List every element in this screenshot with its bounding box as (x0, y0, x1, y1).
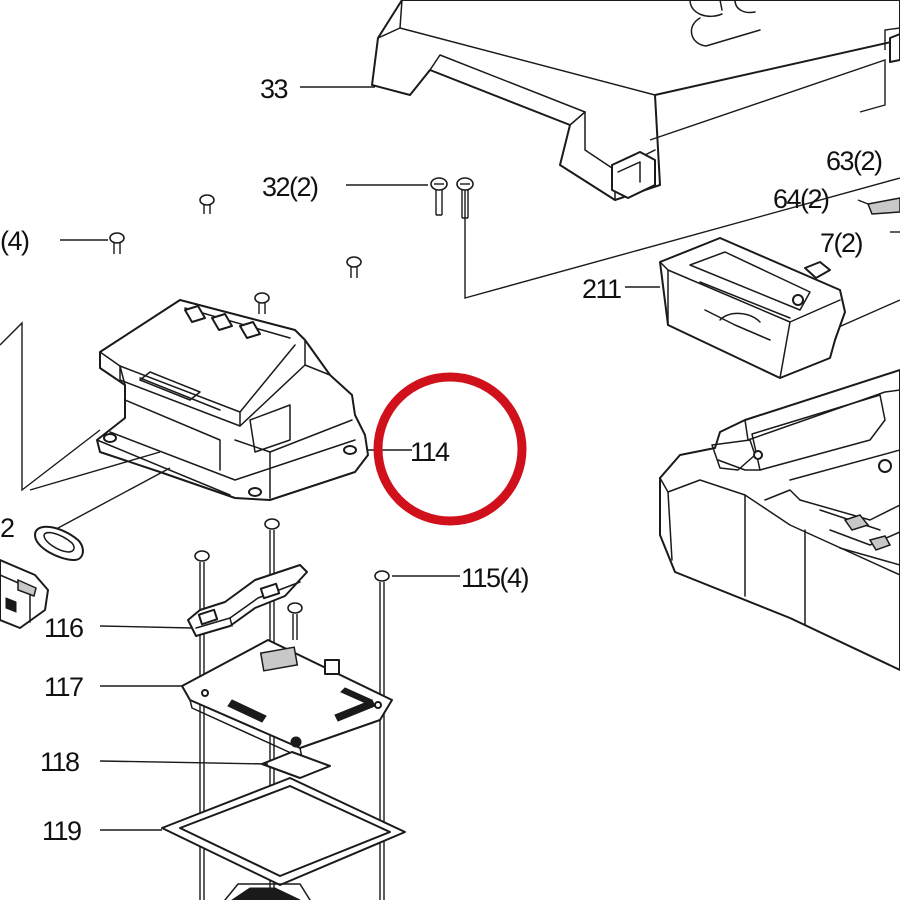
callout-211: 211 (582, 274, 621, 304)
callout-4-left: (4) (0, 226, 29, 256)
part-118-pad (261, 751, 331, 779)
callout-33: 33 (260, 74, 288, 104)
left-edge-part (0, 559, 49, 629)
screw-small-3 (346, 256, 362, 278)
part-114-housing (96, 299, 369, 501)
part-211-module (659, 237, 846, 379)
callout-2: 2 (0, 513, 14, 543)
part-33-top-cover (371, 0, 900, 201)
callout-119: 119 (42, 816, 81, 846)
screw-small-1 (199, 194, 215, 214)
gasket-oval (34, 525, 84, 561)
bottom-component (224, 883, 311, 900)
screw-32-a (430, 177, 448, 216)
screw-115-d (374, 570, 390, 900)
main-housing (659, 369, 900, 671)
callout-114: 114 (410, 437, 450, 467)
callout-115: 115(4) (461, 563, 529, 593)
callout-64: 64(2) (773, 184, 829, 214)
screw-32-b (456, 177, 474, 219)
screw-small-4 (254, 292, 270, 314)
part-119-seal (161, 777, 406, 886)
callout-116: 116 (44, 613, 83, 643)
part-117-pcb (181, 639, 393, 759)
highlight-circle (373, 372, 527, 526)
callout-117: 117 (44, 672, 83, 702)
screw-small-2 (109, 232, 125, 254)
callout-labels: 33 32(2) 63(2) 64(2) 7(2) 211 (4) 114 2 … (0, 74, 884, 846)
left-frame-lines (0, 321, 171, 536)
assembly-frame-lines (464, 27, 900, 331)
part-64-pad (866, 197, 900, 215)
callout-32: 32(2) (262, 172, 318, 202)
callout-118: 118 (40, 747, 79, 777)
screw-115-c (287, 602, 303, 640)
part-116-bracket (187, 564, 308, 637)
callout-63: 63(2) (826, 146, 882, 176)
callout-7: 7(2) (820, 228, 863, 258)
